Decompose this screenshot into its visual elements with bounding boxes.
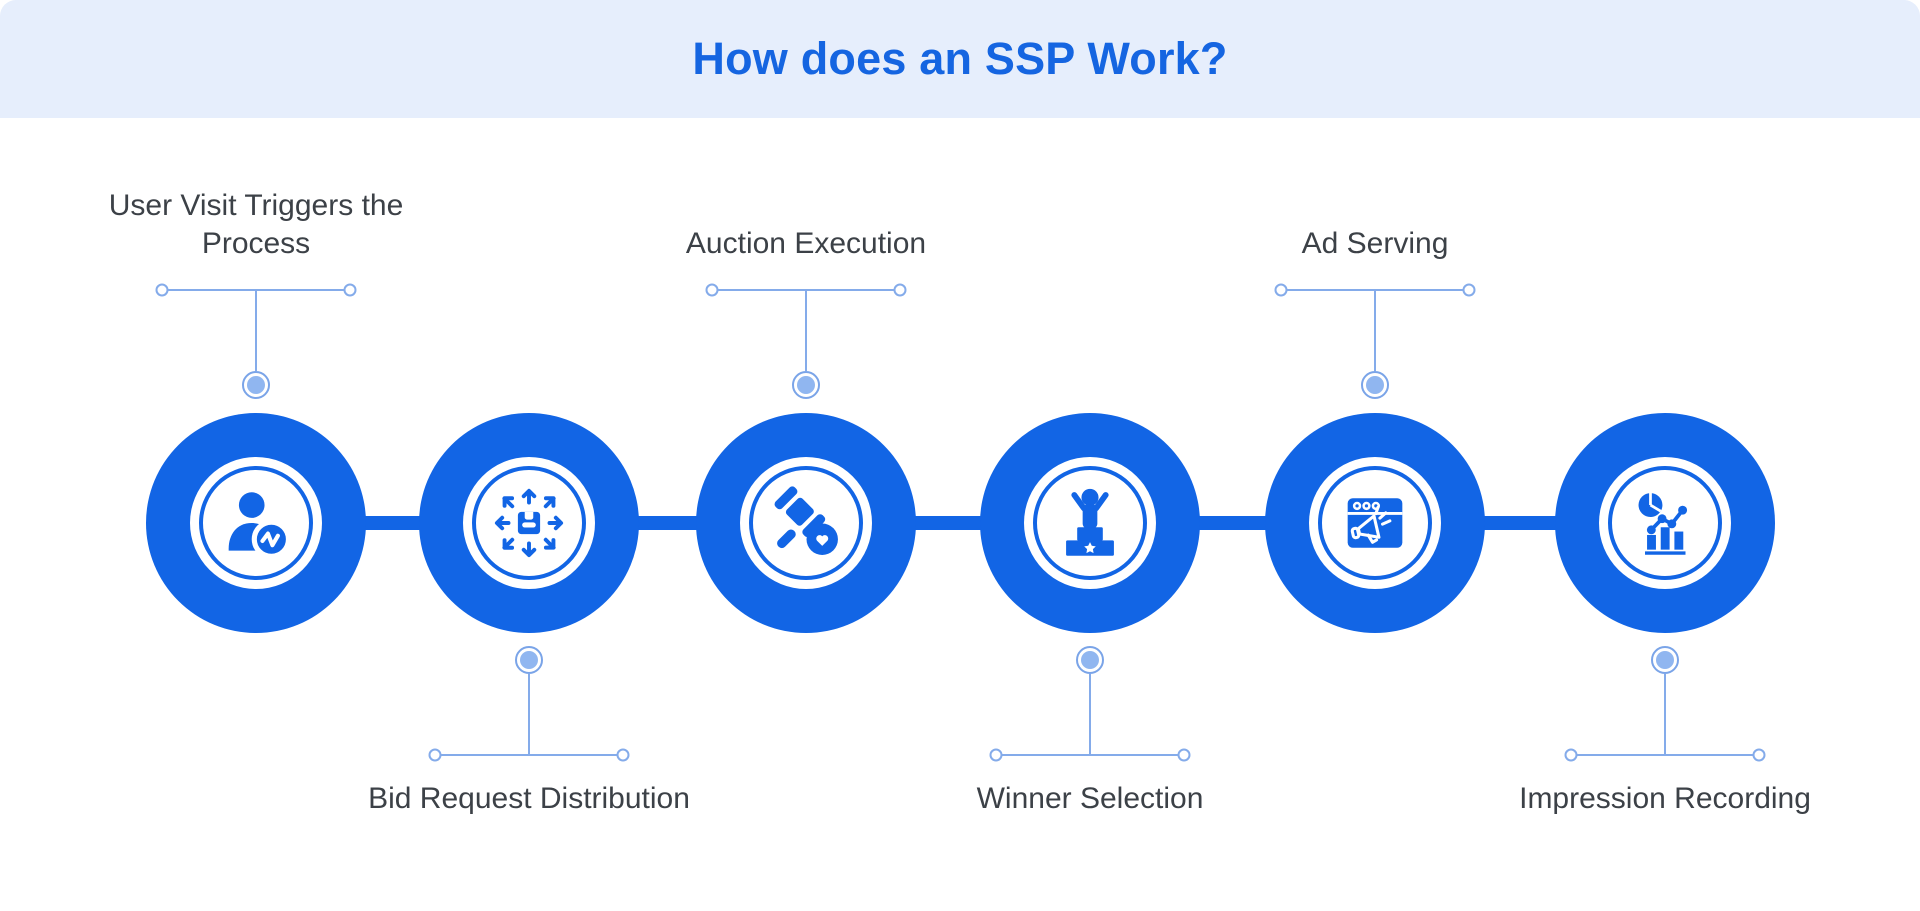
- connector-dot-core: [247, 376, 265, 394]
- connector-stem: [1089, 674, 1091, 754]
- browser-megaphone-icon: [1347, 498, 1403, 548]
- step-circle: [696, 413, 916, 633]
- label-rule: [428, 748, 630, 762]
- step-circle-inner: [190, 457, 322, 589]
- auction-gavel-icon: [774, 486, 838, 555]
- step-circle-ring: [1033, 466, 1147, 580]
- step-circle-inner: [1599, 457, 1731, 589]
- step-circle-ring: [1608, 466, 1722, 580]
- step-user-visit: User Visit Triggers the Process: [109, 187, 403, 633]
- rule-end-dot: [893, 283, 907, 297]
- step-circle: [1555, 413, 1775, 633]
- step-circle-inner: [1024, 457, 1156, 589]
- page-title: How does an SSP Work?: [692, 33, 1228, 84]
- step-circle-inner: [740, 457, 872, 589]
- user-activity-icon: [228, 492, 292, 559]
- step-circle-ring: [749, 466, 863, 580]
- rule-end-dot: [1752, 748, 1766, 762]
- connector-stem: [528, 674, 530, 754]
- step-circle: [1265, 413, 1485, 633]
- connector-stem: [1374, 291, 1376, 371]
- connector-stem: [255, 291, 257, 371]
- step-circle-inner: [463, 457, 595, 589]
- analytics-chart-icon: [1638, 492, 1688, 555]
- rule-end-dot: [428, 748, 442, 762]
- step-circle-inner: [1309, 457, 1441, 589]
- connector-dot: [1651, 646, 1679, 674]
- winner-podium-icon: [1066, 488, 1114, 556]
- rule-end-dot: [1274, 283, 1288, 297]
- connector-stem: [805, 291, 807, 371]
- step-label: Ad Serving: [1301, 227, 1449, 261]
- rule-end-dot: [343, 283, 357, 297]
- step-label: Impression Recording: [1519, 782, 1811, 815]
- step-label: User Visit Triggers the Process: [108, 189, 404, 261]
- rule-end-dot: [705, 283, 719, 297]
- step-bid-request: Bid Request Distribution: [368, 413, 690, 818]
- step-circle-ring: [1318, 466, 1432, 580]
- rule-end-dot: [616, 748, 630, 762]
- step-label: Winner Selection: [976, 782, 1204, 815]
- connector-dot-core: [797, 376, 815, 394]
- step-auction-execution: Auction Execution: [686, 187, 926, 633]
- step-ad-serving: Ad Serving: [1265, 187, 1485, 633]
- rule-end-dot: [989, 748, 1003, 762]
- connector-dot-core: [1081, 651, 1099, 669]
- label-rule: [1274, 283, 1476, 297]
- rule-end-dot: [155, 283, 169, 297]
- connector-dot: [792, 371, 820, 399]
- connector-dot: [1076, 646, 1104, 674]
- step-circle-ring: [472, 466, 586, 580]
- connector-dot: [242, 371, 270, 399]
- rule-end-dot: [1564, 748, 1578, 762]
- rule-end-dot: [1462, 283, 1476, 297]
- step-circle-ring: [199, 466, 313, 580]
- connector-dot: [515, 646, 543, 674]
- title-banner: How does an SSP Work?: [0, 0, 1920, 118]
- connector-dot: [1361, 371, 1389, 399]
- label-rule: [1564, 748, 1766, 762]
- connector-dot-core: [520, 651, 538, 669]
- label-rule: [705, 283, 907, 297]
- package-distribution-icon: [494, 488, 564, 558]
- connector-dot-core: [1366, 376, 1384, 394]
- step-circle: [419, 413, 639, 633]
- connector-dot-core: [1656, 651, 1674, 669]
- step-circle: [146, 413, 366, 633]
- label-rule: [155, 283, 357, 297]
- step-circle: [980, 413, 1200, 633]
- label-rule: [989, 748, 1191, 762]
- step-winner-selection: Winner Selection: [977, 413, 1203, 818]
- step-label: Auction Execution: [685, 227, 927, 261]
- connector-stem: [1664, 674, 1666, 754]
- step-label: Bid Request Distribution: [368, 782, 690, 815]
- step-impression-recording: Impression Recording: [1519, 413, 1811, 818]
- rule-end-dot: [1177, 748, 1191, 762]
